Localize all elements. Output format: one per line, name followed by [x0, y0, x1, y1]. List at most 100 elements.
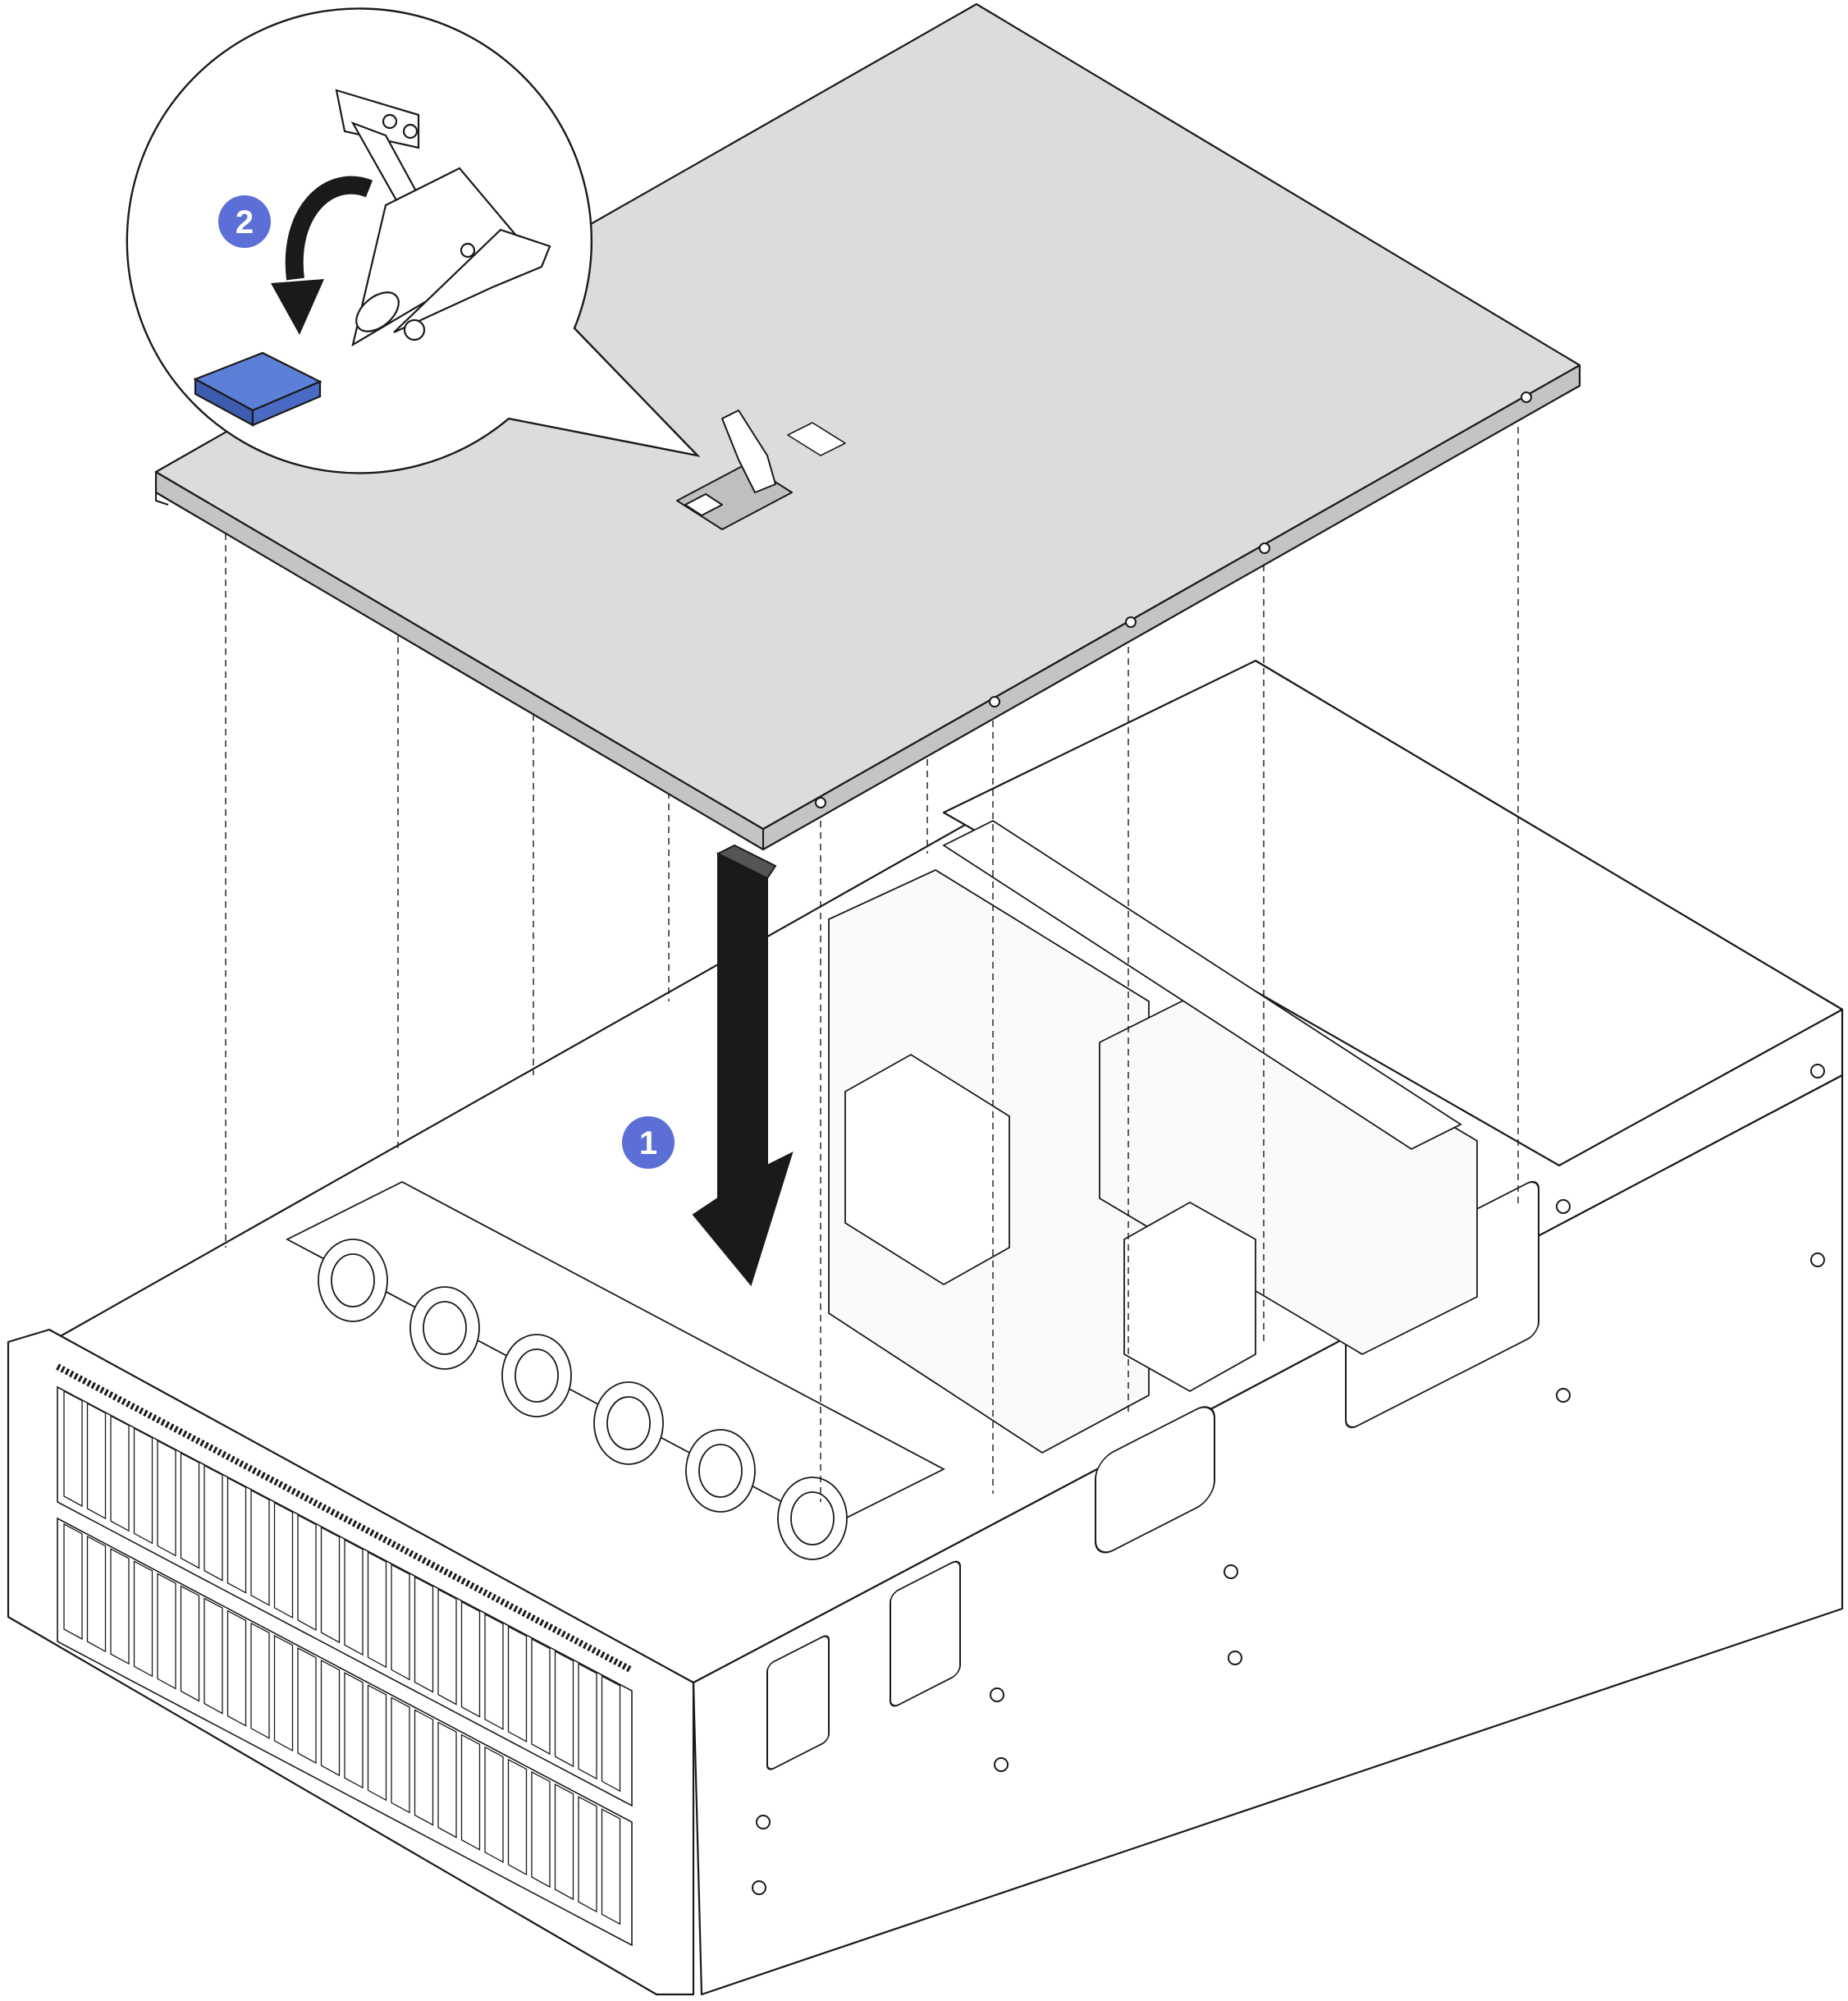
step-2-number: 2: [236, 204, 254, 240]
step-2-circle: [218, 195, 271, 248]
heatsink-1: [844, 1053, 1010, 1286]
fan-hub: [515, 1348, 559, 1403]
step-2-badge: 2: [218, 195, 271, 248]
drive-slots: [63, 1390, 621, 1925]
cover-edge-holes: [815, 392, 1532, 808]
screw-hole: [1556, 1388, 1571, 1403]
cover-hole: [815, 797, 826, 808]
screw-hole: [752, 1880, 766, 1895]
alignment-guide-lines: [225, 427, 1519, 1502]
cover-hole: [989, 696, 1000, 707]
cover-hole: [1521, 392, 1532, 403]
down-arrow-icon: [692, 844, 794, 1287]
drive-slot: [414, 1576, 434, 1693]
latch-tab-magnified[interactable]: [193, 351, 322, 427]
fans: [318, 1239, 848, 1560]
drive-slot: [110, 1548, 130, 1665]
side-label-window: [1095, 1406, 1215, 1554]
drive-slot: [414, 1709, 434, 1826]
drive-slot: [204, 1597, 223, 1715]
heatsink-2: [1123, 1201, 1256, 1393]
drive-slot: [273, 1501, 294, 1619]
drive-bay-row-upper: [57, 1385, 633, 1807]
drive-slot: [507, 1758, 528, 1875]
screw-hole: [1810, 1252, 1825, 1267]
drive-slot: [133, 1427, 153, 1545]
cover-label: [787, 422, 846, 456]
fan-hub: [698, 1444, 743, 1498]
top-cover: [154, 2, 1581, 851]
drive-slot: [133, 1560, 153, 1678]
side-bracket-2: [890, 1560, 961, 1707]
drive-slot: [273, 1634, 294, 1751]
psu-cage: [942, 819, 1462, 1151]
drive-slot: [226, 1610, 247, 1727]
drive-slot: [63, 1522, 83, 1641]
screw-hole: [1224, 1564, 1238, 1579]
fan-hub: [606, 1396, 651, 1450]
step-1-number: 1: [639, 1125, 657, 1161]
drive-slot: [601, 1808, 621, 1925]
side-screw-holes: [752, 1064, 1825, 1895]
drive-slot: [250, 1489, 270, 1606]
drive-slot: [180, 1452, 200, 1569]
drive-slot: [484, 1613, 504, 1730]
drive-slot: [531, 1637, 551, 1756]
latch-magnified-callout: 2: [126, 7, 701, 474]
drive-slot: [601, 1675, 621, 1793]
drive-slot: [460, 1733, 481, 1851]
screw-hole: [756, 1815, 771, 1829]
drive-bay-row-lower: [57, 1517, 633, 1947]
internal-components: [286, 819, 1478, 1528]
drive-slot: [110, 1415, 130, 1532]
side-bracket-3: [766, 1635, 830, 1770]
drive-slot: [391, 1564, 410, 1681]
drive-slot: [484, 1746, 504, 1863]
fan-hub: [331, 1253, 375, 1307]
step-1-badge: 1: [622, 1116, 675, 1169]
drive-bays: [56, 1363, 634, 1947]
drive-slot: [204, 1464, 223, 1582]
drive-slot: [507, 1625, 528, 1742]
screw-hole: [1556, 1199, 1571, 1214]
screw-hole: [994, 1757, 1009, 1772]
cover-latch[interactable]: [676, 410, 793, 530]
drive-slot: [391, 1696, 410, 1814]
drive-slot: [367, 1551, 387, 1669]
cover-hole: [1259, 543, 1270, 554]
drive-slot: [86, 1536, 107, 1653]
step-1-circle: [622, 1116, 675, 1169]
drive-slot: [367, 1684, 387, 1802]
drive-slot: [180, 1585, 200, 1702]
drive-slot: [344, 1672, 364, 1789]
screw-hole: [1810, 1064, 1825, 1078]
drive-slot: [297, 1513, 317, 1632]
drive-slot: [437, 1588, 457, 1706]
latch-hinge-detail: [335, 89, 551, 347]
drive-slot: [320, 1527, 341, 1644]
drive-slot: [250, 1622, 270, 1739]
top-cover-front-lip: [155, 472, 169, 506]
rear-box-top: [942, 659, 1844, 1167]
top-cover-surface: [154, 2, 1581, 831]
latch-tab-small[interactable]: [684, 493, 723, 516]
drive-slot: [226, 1477, 247, 1594]
drive-slot: [578, 1663, 597, 1780]
drive-slot: [437, 1721, 457, 1838]
latch-handle[interactable]: [721, 410, 776, 493]
screw-hole: [1228, 1651, 1242, 1665]
drive-slot: [578, 1796, 597, 1913]
drive-slot: [63, 1390, 83, 1508]
drive-slot: [344, 1539, 364, 1656]
fan-hub: [790, 1491, 835, 1545]
drive-slot: [460, 1600, 481, 1718]
drive-slot: [157, 1573, 176, 1690]
front-bezel: [7, 1328, 695, 1996]
drive-slot: [320, 1660, 341, 1777]
drive-slot: [157, 1440, 176, 1557]
drive-slot: [531, 1770, 551, 1889]
drive-slot: [86, 1403, 107, 1520]
curved-arrow-icon: [271, 176, 373, 335]
screw-hole: [990, 1687, 1004, 1702]
